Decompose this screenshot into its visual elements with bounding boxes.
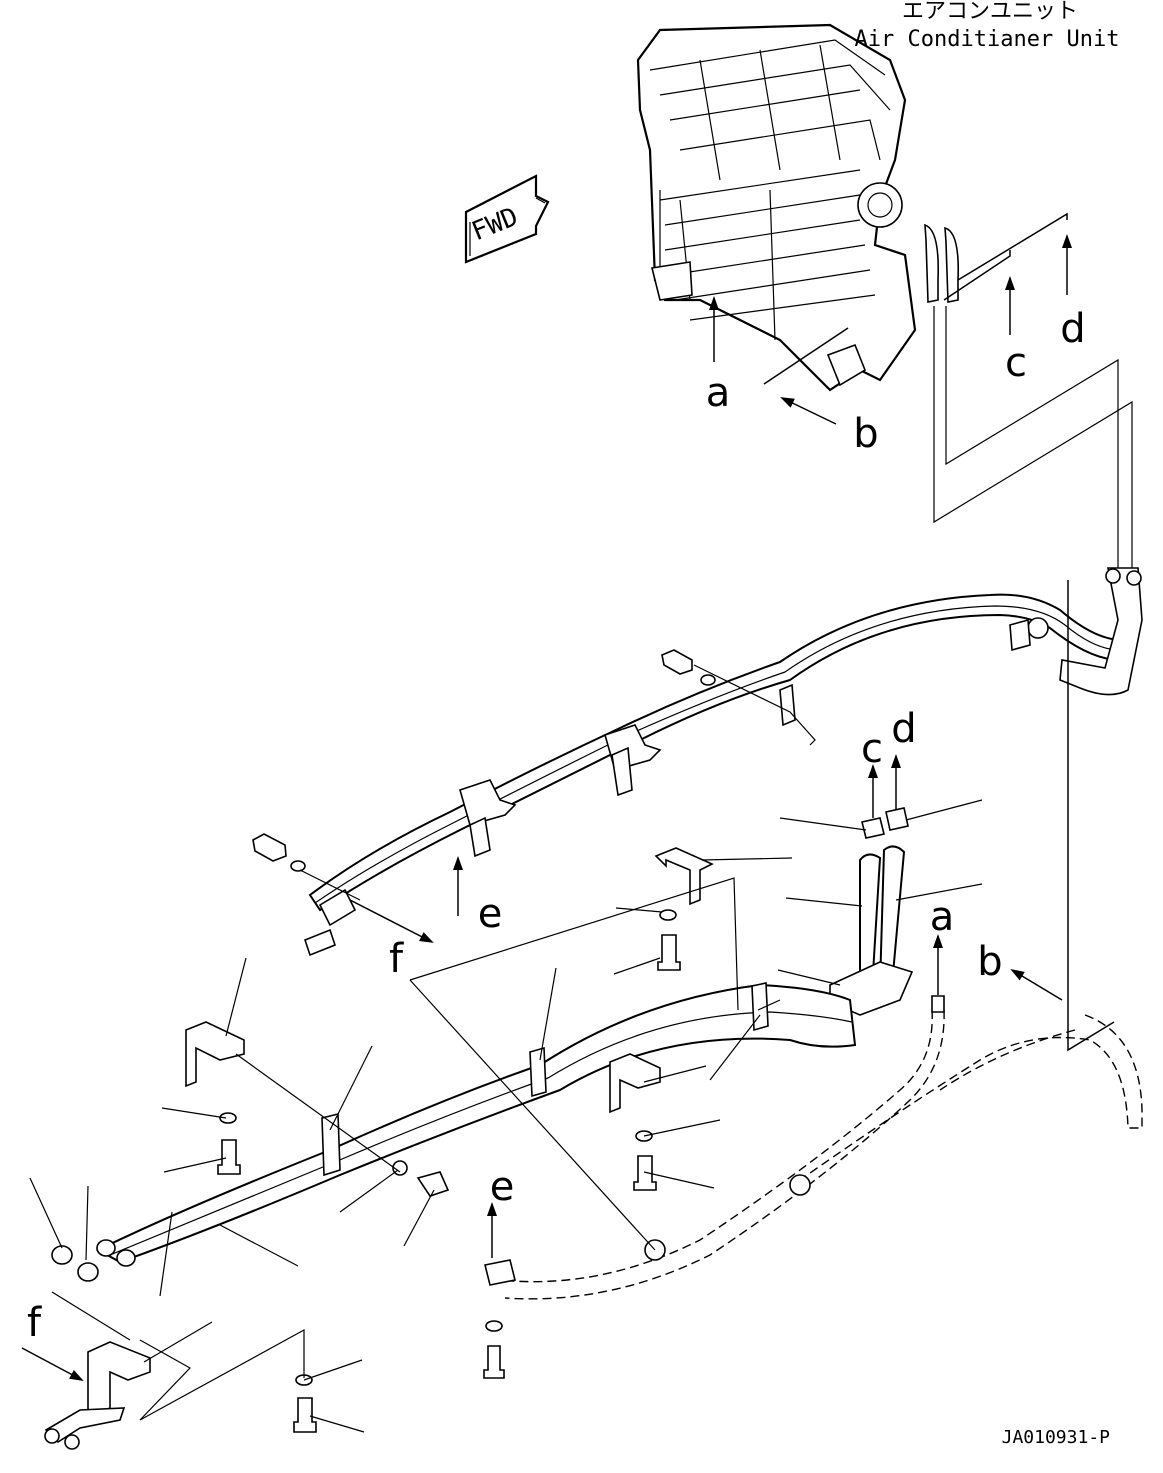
callout-f-upper: f bbox=[389, 936, 404, 982]
callout-b-top: b bbox=[853, 411, 878, 457]
callout-a-top: a bbox=[706, 370, 731, 416]
title-japanese: エアコンユニット bbox=[902, 0, 1078, 24]
callout-c-top: c bbox=[1005, 340, 1027, 386]
callout-e-upper: e bbox=[478, 891, 503, 937]
bottom-left-fitting bbox=[44, 1341, 151, 1450]
air-conditioner-unit bbox=[636, 23, 960, 392]
fwd-label: FWD bbox=[468, 202, 523, 247]
callout-b-lower: b bbox=[977, 939, 1002, 985]
callout-d-lower: d bbox=[891, 706, 916, 752]
callout-f-lower: f bbox=[27, 1300, 42, 1346]
leader-lines bbox=[29, 857, 983, 1433]
title-english: Air Conditianer Unit bbox=[855, 27, 1120, 52]
bracket-1 bbox=[185, 1021, 245, 1088]
bracket-3 bbox=[654, 847, 714, 906]
upper-bolt-2 bbox=[252, 833, 306, 872]
callout-c-lower: c bbox=[861, 726, 883, 772]
lower-bolts bbox=[51, 909, 681, 1433]
callout-a-lower: a bbox=[930, 894, 955, 940]
drawing-number: JA010931-P bbox=[1002, 1427, 1111, 1448]
upper-bolt-1 bbox=[661, 649, 716, 686]
upper-hose-assembly bbox=[304, 567, 1143, 957]
lower-pipe-assembly bbox=[95, 845, 914, 1267]
bracket-2 bbox=[609, 1053, 661, 1114]
callout-e-lower: e bbox=[490, 1164, 515, 1210]
callout-d-top: d bbox=[1060, 306, 1085, 352]
fwd-arrow-icon: FWD bbox=[464, 174, 550, 264]
